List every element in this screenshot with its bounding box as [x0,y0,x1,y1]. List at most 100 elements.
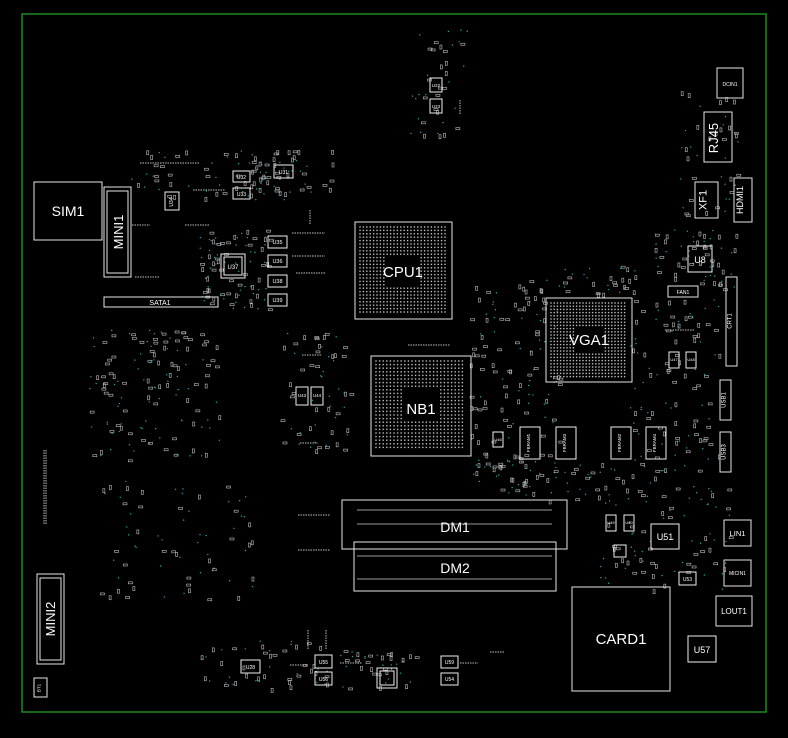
chip-u22[interactable]: U22 [429,77,443,93]
via [730,252,733,254]
pin-pad [366,263,368,266]
via [90,426,93,428]
chip-u54[interactable]: U54 [440,672,459,686]
chip-u59[interactable]: U59 [440,655,459,669]
chip-u53[interactable]: U53 [678,571,697,586]
pin-pad [458,360,460,362]
via [493,331,496,333]
chip-u49[interactable]: U49 [605,514,617,532]
pin-pad [614,311,616,314]
dimm-dm1[interactable]: DM1 [341,499,568,550]
pin-pad [418,435,420,438]
pin-pad [359,290,361,293]
chip-u47[interactable]: U47 [668,351,680,369]
pin-pad [611,363,613,365]
chip-u32[interactable]: U32 [232,170,251,183]
sim-slot[interactable]: SIM1 [33,181,103,241]
pin-pad [393,311,395,313]
pin-pad [414,435,417,438]
chip-u36[interactable]: U36 [267,254,288,268]
card-reader[interactable]: CARD1 [571,586,671,692]
fbram-4[interactable]: FBRAM4 [645,426,667,460]
chip-u34[interactable]: U34 [164,191,180,211]
via [149,396,151,398]
bt-connector[interactable]: BT1 [33,677,48,698]
via [113,383,116,386]
pin-pad [427,277,429,279]
hdmi-port[interactable]: HDMI1 [733,177,753,223]
dcin-connector[interactable]: DCIN1 [716,67,744,99]
fbram-2[interactable]: FBRAM2 [610,426,632,460]
chip-u37[interactable]: U37 [220,253,246,279]
pin-pad [382,378,384,380]
chip-u55[interactable]: U55 [314,654,333,669]
chip-u33[interactable]: U33 [232,187,251,200]
via [448,81,450,83]
pin-pad [591,311,594,314]
pin-pad [396,360,399,362]
fan-connector[interactable]: FAN1 [667,285,699,298]
lin-jack[interactable]: LIN1 [723,519,752,547]
mini2-slot[interactable]: MINI2 [36,573,65,665]
pin-pad [414,374,417,377]
smd-pad [343,346,348,349]
pin-pad [389,363,392,366]
rj45-port[interactable]: RJ45 [703,111,733,163]
pin-pad [411,378,413,380]
smd-pad [546,478,550,483]
pin-pad [400,367,402,369]
pin-pad [447,371,449,373]
xf1-transformer[interactable]: XF1 [694,181,719,219]
chip-u48[interactable]: U48 [685,351,697,369]
pin-pad [617,340,619,343]
via [528,393,530,396]
pin-pad [563,334,565,336]
lout-jack[interactable]: LOUT1 [715,595,753,627]
chip-u52[interactable] [613,544,627,558]
via [479,333,482,335]
chip-u35[interactable]: U35 [267,235,288,249]
sata-connector[interactable]: SATA1 [103,296,219,308]
chip-u28[interactable]: U28 [240,659,261,674]
vga-chip[interactable]: VGA1 [545,297,633,383]
crt-connector[interactable]: CRT1 [725,276,738,367]
smd-pad [215,257,220,261]
cpu-socket[interactable]: CPU1 [354,221,453,320]
pin-pad [607,350,610,352]
via [232,307,235,310]
pin-pad [569,340,571,343]
chip-u23[interactable]: U23 [429,98,443,114]
chip-u38[interactable]: U38 [267,274,288,288]
nb-chip[interactable]: NB1 [370,355,472,457]
pin-pad [410,226,412,228]
mini1-slot[interactable]: MINI1 [103,186,132,278]
chip-u50[interactable]: U50 [623,514,635,532]
pin-pad [579,318,581,320]
pin-pad [556,302,559,304]
dimm-dm2[interactable]: DM2 [353,541,557,592]
smd-pad [272,653,278,657]
pin-pad [617,334,619,336]
pin-pad [563,347,565,349]
chip-u56[interactable]: U56 [314,671,333,686]
smd-pad [235,186,239,191]
micin-jack[interactable]: MICIN1 [723,559,752,587]
via [202,359,204,361]
usb3-port[interactable]: USB3 [719,431,732,473]
chip-u51[interactable]: U51 [650,523,680,550]
pin-pad [595,324,597,327]
chip-u43[interactable]: U43 [295,386,309,406]
usb1-port[interactable]: USB1 [719,379,732,421]
chip-u57[interactable]: U57 [687,635,717,663]
fbram-1[interactable]: FBRAM1 [519,426,541,460]
chip-u8[interactable]: U8 [687,245,713,273]
chip-u46[interactable]: U46 [492,431,504,448]
fbram-3[interactable]: FBRAM3 [555,426,577,460]
chip-u39[interactable]: U39 [267,293,288,307]
chip-u31[interactable]: U31 [273,164,294,179]
via [179,556,181,559]
chip-u58[interactable] [376,667,398,689]
chip-u44[interactable]: U44 [310,386,324,406]
pin-pad [617,366,619,368]
pin-pad [413,297,416,300]
